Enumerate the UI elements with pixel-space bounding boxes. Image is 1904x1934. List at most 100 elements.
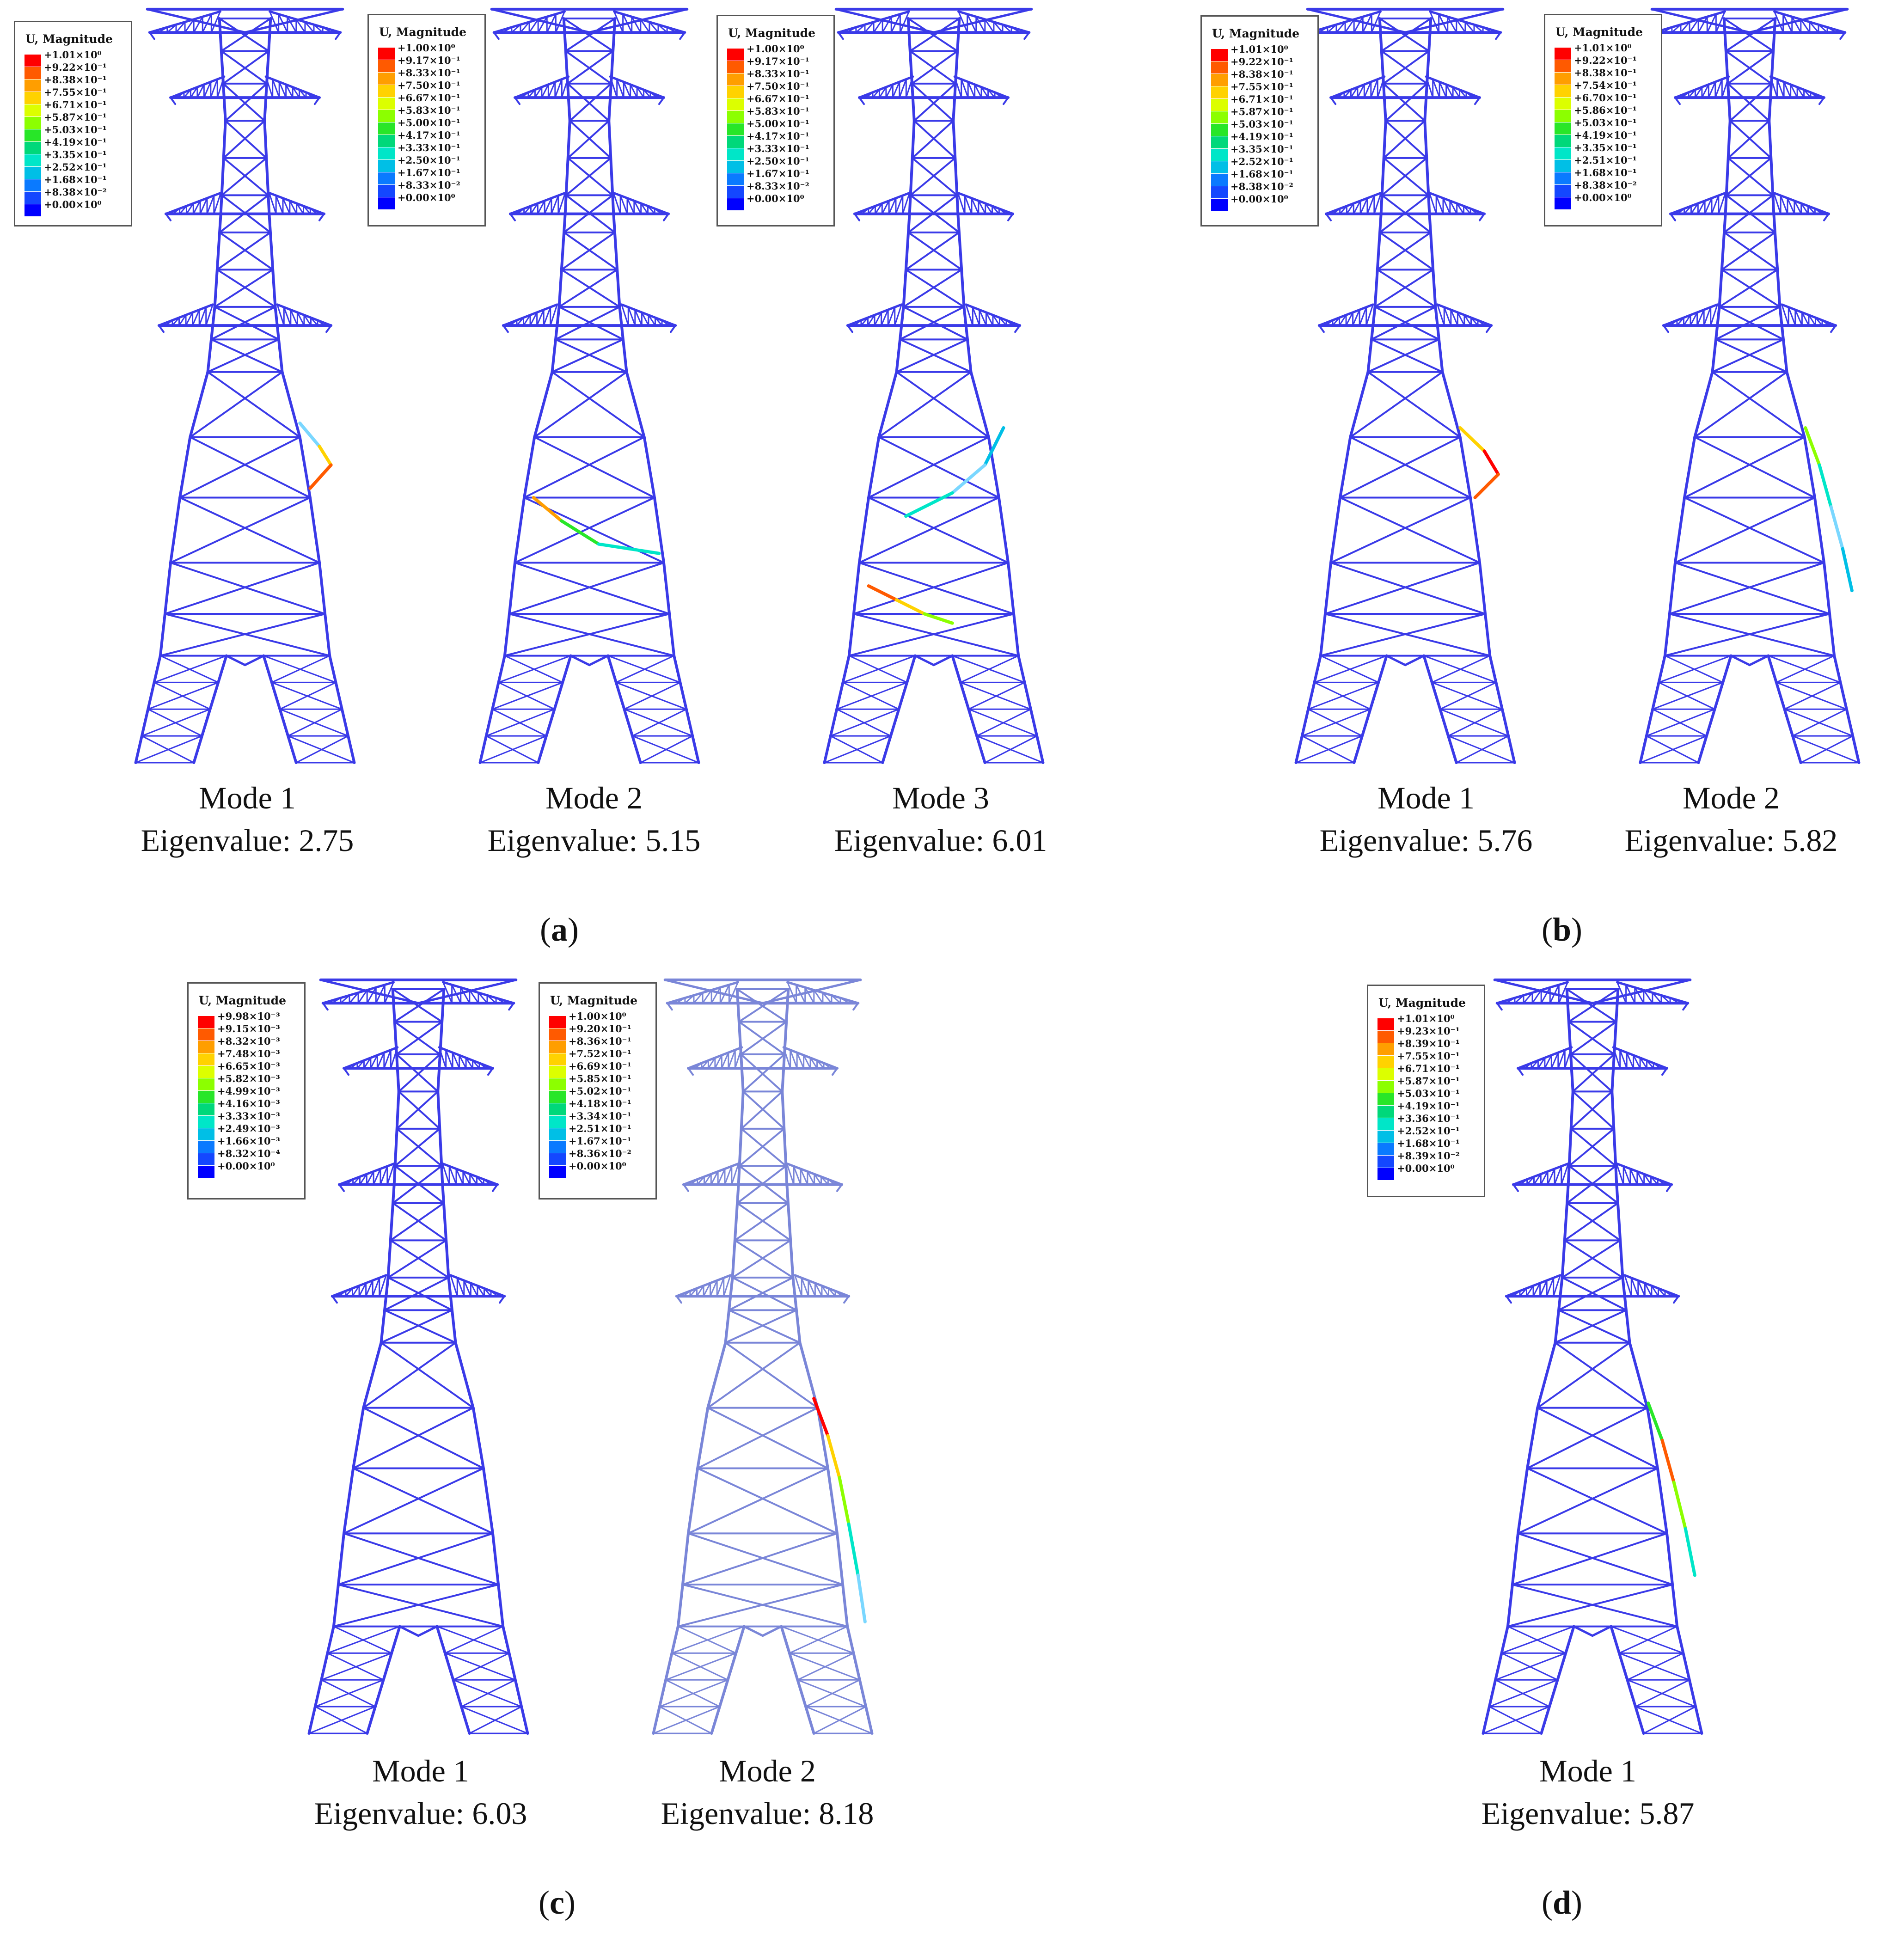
legend-value: +8.32×10⁻³: [217, 1035, 280, 1047]
legend-value: +0.00×10⁰: [217, 1160, 275, 1172]
legend-swatch: [549, 1141, 566, 1153]
legend-swatch: [727, 111, 744, 123]
legend-swatch: [378, 185, 395, 197]
legend-swatch: [198, 1028, 214, 1040]
panel-label-a: (a): [540, 911, 579, 948]
legend-value: +7.48×10⁻³: [217, 1048, 280, 1059]
legend-value: +8.33×10⁻¹: [398, 67, 460, 79]
legend-value: +0.00×10⁰: [747, 193, 804, 204]
legend-value: +2.51×10⁻¹: [569, 1123, 631, 1134]
legend-title: U, Magnitude: [379, 25, 467, 39]
legend-swatch: [727, 49, 744, 61]
legend-swatch: [727, 73, 744, 86]
legend-swatch: [727, 136, 744, 148]
legend-value: +7.55×10⁻¹: [1397, 1050, 1460, 1062]
legend-title: U, Magnitude: [1378, 996, 1466, 1010]
legend-swatch: [1555, 98, 1571, 110]
legend-swatch: [1211, 124, 1228, 136]
legend-value: +0.00×10⁰: [569, 1160, 626, 1172]
tower-d-mode1: [1482, 978, 1703, 1735]
legend-value: +1.67×10⁻¹: [398, 167, 460, 178]
legend-value: +7.50×10⁻¹: [747, 80, 809, 92]
legend-swatch: [198, 1103, 214, 1115]
legend-swatch: [549, 1041, 566, 1053]
legend-swatch: [1377, 1131, 1394, 1143]
legend-value: +8.39×10⁻¹: [1397, 1038, 1460, 1049]
legend-swatch: [378, 60, 395, 72]
legend-swatch: [1377, 1068, 1394, 1080]
legend-value: +4.16×10⁻³: [217, 1098, 280, 1109]
legend-value: +1.68×10⁻¹: [1574, 167, 1637, 178]
legend-value: +8.38×10⁻¹: [1231, 68, 1293, 80]
legend-swatch: [727, 148, 744, 160]
legend-swatch: [378, 122, 395, 135]
legend-swatch: [549, 1053, 566, 1065]
legend-swatch: [1211, 136, 1228, 148]
legend-swatch: [549, 1091, 566, 1103]
legend-swatch: [24, 104, 41, 116]
panel-label-c: (c): [539, 1884, 575, 1921]
legend-value: +9.17×10⁻¹: [747, 55, 809, 67]
legend-value: +4.19×10⁻¹: [1397, 1100, 1460, 1112]
legend-value: +6.67×10⁻¹: [747, 93, 809, 104]
legend-swatch: [24, 204, 41, 216]
legend-swatch: [727, 173, 744, 185]
legend-swatch: [1377, 1168, 1394, 1180]
legend-value: +8.36×10⁻²: [569, 1148, 631, 1159]
legend-value: +8.33×10⁻²: [398, 179, 460, 191]
legend-value: +1.66×10⁻³: [217, 1135, 280, 1147]
legend-value: +1.68×10⁻¹: [44, 174, 107, 185]
legend-swatch: [24, 192, 41, 204]
legend-a-mode2: U, Magnitude+1.00×10⁰+9.17×10⁻¹+8.33×10⁻…: [367, 14, 486, 226]
legend-swatch: [24, 129, 41, 141]
legend-swatch: [198, 1128, 214, 1140]
legend-swatch: [378, 85, 395, 97]
legend-swatch: [378, 110, 395, 122]
legend-swatch: [198, 1041, 214, 1053]
legend-value: +2.49×10⁻³: [217, 1123, 280, 1134]
legend-value: +2.52×10⁻¹: [1231, 156, 1293, 167]
legend-swatch: [549, 1016, 566, 1028]
legend-swatch: [727, 198, 744, 210]
legend-swatch: [198, 1166, 214, 1178]
tower-c-mode1: [307, 978, 529, 1735]
legend-swatch: [1211, 99, 1228, 111]
legend-swatch: [727, 123, 744, 135]
legend-swatch: [24, 67, 41, 79]
legend-value: +0.00×10⁰: [1231, 193, 1288, 205]
legend-a-mode1: U, Magnitude+1.01×10⁰+9.22×10⁻¹+8.38×10⁻…: [14, 21, 132, 226]
legend-value: +8.39×10⁻²: [1397, 1150, 1460, 1162]
tower-a-mode1: [134, 7, 356, 764]
legend-value: +0.00×10⁰: [1397, 1163, 1455, 1174]
legend-value: +8.36×10⁻¹: [569, 1035, 631, 1047]
legend-value: +2.51×10⁻¹: [1574, 154, 1637, 166]
legend-value: +9.22×10⁻¹: [1574, 55, 1637, 66]
legend-c-mode2: U, Magnitude+1.00×10⁰+9.20×10⁻¹+8.36×10⁻…: [539, 982, 657, 1200]
legend-swatch: [198, 1016, 214, 1028]
legend-value: +6.69×10⁻¹: [569, 1060, 631, 1072]
legend-value: +6.65×10⁻³: [217, 1060, 280, 1072]
legend-value: +1.00×10⁰: [747, 43, 804, 55]
legend-swatch: [1377, 1043, 1394, 1055]
legend-value: +5.03×10⁻¹: [1397, 1088, 1460, 1099]
legend-swatch: [1555, 197, 1571, 209]
tower-a-mode3: [823, 7, 1045, 764]
legend-value: +8.33×10⁻²: [747, 180, 809, 192]
legend-value: +6.71×10⁻¹: [1397, 1063, 1460, 1074]
legend-swatch: [549, 1153, 566, 1165]
legend-value: +3.33×10⁻¹: [747, 143, 809, 154]
legend-swatch: [24, 154, 41, 166]
legend-b-mode2: U, Magnitude+1.01×10⁰+9.22×10⁻¹+8.38×10⁻…: [1544, 14, 1662, 226]
legend-value: +7.55×10⁻¹: [44, 86, 107, 98]
legend-value: +5.03×10⁻¹: [1231, 118, 1293, 130]
legend-value: +9.17×10⁻¹: [398, 55, 460, 66]
legend-swatch: [24, 80, 41, 92]
legend-value: +4.19×10⁻¹: [1574, 129, 1637, 141]
legend-value: +9.23×10⁻¹: [1397, 1025, 1460, 1037]
legend-swatch: [727, 186, 744, 198]
legend-swatch: [1555, 85, 1571, 97]
legend-value: +6.70×10⁻¹: [1574, 92, 1637, 104]
